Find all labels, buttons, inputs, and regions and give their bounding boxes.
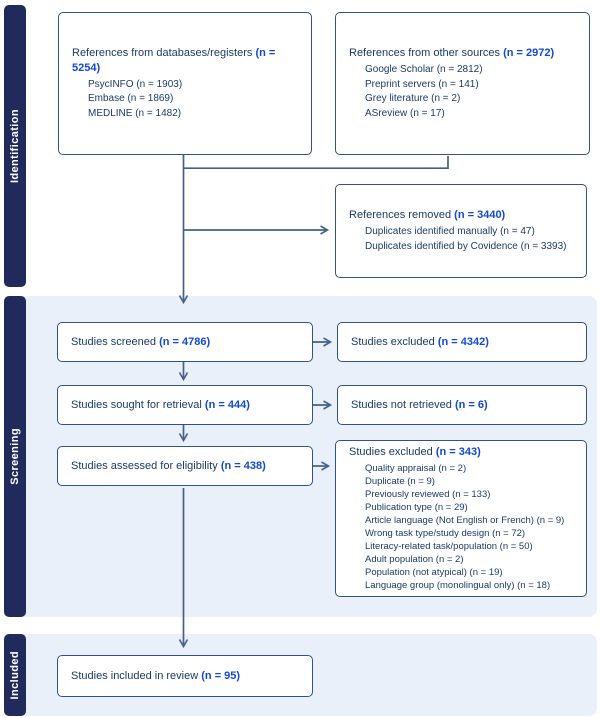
node-count: (n = 4786) bbox=[159, 335, 211, 348]
node-studies-not-retrieved: Studies not retrieved (n = 6) bbox=[337, 385, 587, 425]
node-references-other-sources: References from other sources (n = 2972)… bbox=[335, 12, 590, 155]
node-sub-item: Duplicates identified manually (n = 47) bbox=[365, 226, 535, 237]
node-title: Studies included in review (n = 95) bbox=[71, 669, 240, 684]
node-studies-excluded-eligibility: Studies excluded (n = 343) Quality appra… bbox=[335, 440, 587, 597]
node-references-removed: References removed (n = 3440) Duplicates… bbox=[335, 184, 587, 278]
node-sub-item: Google Scholar (n = 2812) bbox=[365, 64, 483, 75]
node-sub-item: Grey literature (n = 2) bbox=[365, 93, 461, 104]
node-studies-assessed-eligibility: Studies assessed for eligibility (n = 43… bbox=[57, 446, 313, 486]
node-count: (n = 444) bbox=[204, 398, 250, 411]
node-count: (n = 6) bbox=[454, 398, 488, 411]
node-title-text: Studies included in review bbox=[71, 669, 199, 682]
node-title-text: References from other sources bbox=[349, 47, 501, 59]
node-references-databases: References from databases/registers (n =… bbox=[58, 12, 312, 155]
node-sub-item: Literacy-related task/population (n = 50… bbox=[365, 541, 533, 553]
node-item-list: PsycINFO (n = 1903) Embase (n = 1869) MEDL… bbox=[72, 78, 303, 122]
node-count: (n = 343) bbox=[435, 445, 481, 458]
node-title-text: Studies excluded bbox=[349, 445, 433, 458]
node-count: (n = 95) bbox=[201, 669, 241, 682]
stage-label-text: Screening bbox=[9, 428, 21, 485]
node-count: (n = 2972) bbox=[503, 47, 555, 59]
stage-label-included: Included bbox=[4, 634, 26, 716]
stage-label-text: Identification bbox=[9, 108, 21, 184]
node-sub-item: MEDLINE (n = 1482) bbox=[88, 107, 182, 119]
node-sub-item: Language group (monolingual only) (n = 1… bbox=[365, 580, 551, 592]
node-sub-item: Previously reviewed (n = 133) bbox=[365, 488, 491, 500]
node-title-text: References from databases/registers bbox=[72, 46, 253, 59]
node-count: (n = 438) bbox=[220, 459, 266, 472]
node-sub-item: Preprint servers (n = 141) bbox=[365, 78, 479, 90]
node-item-list: Duplicates identified manually (n = 47) D… bbox=[349, 225, 578, 254]
node-sub-item: Article language (Not English or French)… bbox=[365, 514, 565, 526]
node-studies-excluded-screening: Studies excluded (n = 4342) bbox=[337, 322, 587, 362]
node-item-list: Quality appraisal (n = 2)Duplicate (n = … bbox=[349, 462, 578, 593]
node-title-text: References removed bbox=[349, 209, 452, 221]
node-sub-item: Duplicates identified by Covidence (n = … bbox=[365, 240, 567, 252]
node-title: Studies assessed for eligibility (n = 43… bbox=[71, 459, 266, 474]
node-title: Studies screened (n = 4786) bbox=[71, 335, 210, 350]
node-title-text: Studies excluded bbox=[351, 335, 435, 348]
node-item-list: Google Scholar (n = 2812) Preprint server… bbox=[349, 63, 581, 121]
connector-other-sources-merge bbox=[184, 156, 449, 170]
node-studies-screened: Studies screened (n = 4786) bbox=[57, 322, 313, 362]
node-title: Studies excluded (n = 4342) bbox=[351, 335, 489, 350]
node-title: References from other sources (n = 2972) bbox=[349, 46, 581, 61]
node-sub-item: PsycINFO (n = 1903) bbox=[88, 78, 183, 90]
node-sub-item: Quality appraisal (n = 2) bbox=[365, 462, 467, 474]
node-studies-included-review: Studies included in review (n = 95) bbox=[57, 655, 313, 697]
node-sub-item: Embase (n = 1869) bbox=[88, 93, 174, 105]
node-studies-sought-retrieval: Studies sought for retrieval (n = 444) bbox=[57, 385, 313, 425]
node-title: References removed (n = 3440) bbox=[349, 208, 578, 223]
node-sub-item: Population (not atypical) (n = 19) bbox=[365, 567, 503, 579]
node-title-text: Studies sought for retrieval bbox=[71, 398, 202, 411]
node-sub-item: Adult population (n = 2) bbox=[365, 554, 464, 566]
node-count: (n = 4342) bbox=[437, 335, 489, 348]
node-title-text: Studies not retrieved bbox=[351, 398, 452, 411]
node-title: Studies excluded (n = 343) bbox=[349, 445, 578, 460]
node-sub-item: Duplicate (n = 9) bbox=[365, 475, 435, 487]
node-sub-item: Publication type (n = 29) bbox=[365, 501, 468, 513]
node-count: (n = 5254) bbox=[72, 46, 276, 74]
node-title-text: Studies assessed for eligibility bbox=[71, 459, 218, 472]
node-sub-item: ASreview (n = 17) bbox=[365, 107, 445, 119]
stage-label-text: Included bbox=[9, 650, 21, 700]
node-title: Studies not retrieved (n = 6) bbox=[351, 398, 488, 413]
stage-label-screening: Screening bbox=[4, 296, 26, 617]
node-title: References from databases/registers (n =… bbox=[72, 46, 303, 76]
node-count: (n = 3440) bbox=[454, 209, 506, 221]
node-title: Studies sought for retrieval (n = 444) bbox=[71, 398, 250, 413]
node-title-text: Studies screened bbox=[71, 335, 156, 348]
node-sub-item: Wrong task type/study design (n = 72) bbox=[365, 528, 526, 539]
stage-label-identification: Identification bbox=[4, 5, 26, 287]
